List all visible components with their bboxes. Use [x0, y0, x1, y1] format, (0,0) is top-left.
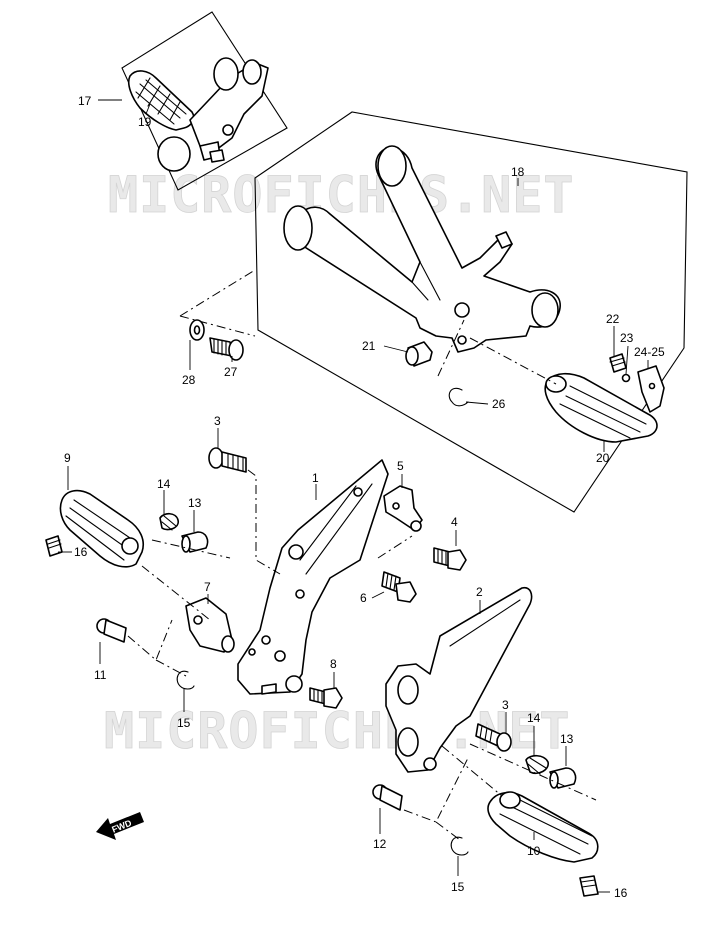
dash-line-box18-left-lower	[179, 315, 256, 337]
box-bracket-assembly-18	[254, 111, 688, 513]
part-17-bracket-small	[157, 57, 269, 172]
callout-22: 22	[606, 312, 620, 326]
part-15-clip-right	[450, 836, 469, 856]
callout-26: 26	[492, 397, 506, 411]
part-9-footrest-left	[59, 489, 144, 568]
callout-6: 6	[360, 591, 367, 605]
callout-14-left: 14	[157, 477, 171, 491]
callout-3-left: 3	[214, 414, 221, 428]
watermark-top: MICROFICHES.NET	[108, 166, 575, 224]
part-13-ball-left	[181, 531, 209, 553]
callout-13-right: 13	[560, 732, 574, 746]
callout-15-right: 15	[451, 880, 465, 894]
part-13-ball-right	[549, 767, 577, 789]
callout-21: 21	[362, 339, 376, 353]
part-21-pin-upper	[405, 341, 433, 367]
leader-lines	[58, 99, 649, 893]
callout-28: 28	[182, 373, 196, 387]
box-outline-18	[254, 111, 688, 513]
callout-8: 8	[330, 657, 337, 671]
callout-17: 17	[78, 94, 92, 108]
part-16-bolt-left	[45, 535, 63, 557]
part-1-bracket-left	[237, 459, 389, 695]
part-22-spring	[609, 353, 627, 373]
part-14-spring-left	[159, 512, 179, 531]
part-28-washer	[189, 319, 205, 341]
part-23-ball	[621, 373, 631, 383]
part-11-pin-left	[96, 618, 127, 643]
part-10-footrest-right	[487, 791, 599, 863]
part-12-pin-right	[372, 784, 403, 811]
part-4-bolt	[433, 547, 467, 571]
callout-23: 23	[620, 331, 634, 345]
part-3-bolt-right	[475, 723, 512, 752]
callout-3-right: 3	[502, 698, 509, 712]
part-2-bracket-right	[385, 586, 533, 773]
callout-2: 2	[476, 585, 483, 599]
part-27-bolt	[209, 337, 244, 361]
dash-line-pin-21	[437, 319, 465, 377]
callout-10: 10	[527, 844, 541, 858]
dash-left-1	[151, 539, 231, 559]
callout-5: 5	[397, 459, 404, 473]
dash-left-2	[141, 565, 211, 621]
callout-24-25: 24-25	[634, 345, 665, 359]
callout-7: 7	[204, 580, 211, 594]
part-26-clip-upper	[448, 387, 469, 407]
part-19-footrest-small	[127, 70, 195, 131]
part-3-bolt-left	[208, 447, 247, 473]
part-7-plate-left	[185, 597, 235, 653]
fwd-direction-arrow: FWD	[96, 812, 144, 840]
callout-16-right: 16	[614, 886, 628, 900]
dash-right-2	[441, 745, 503, 797]
dash-left-bolt3	[247, 469, 281, 575]
callout-16-left: 16	[74, 545, 88, 559]
part-6-bolt	[381, 571, 417, 603]
dash-left-3	[127, 619, 173, 661]
part-16-bolt-right	[579, 875, 599, 897]
dash-right-1	[469, 743, 597, 801]
part-24-25-plate	[637, 365, 665, 413]
callout-20: 20	[596, 451, 610, 465]
callout-27: 27	[224, 365, 238, 379]
callout-19: 19	[138, 115, 152, 129]
part-5-holder	[383, 485, 423, 532]
part-8-bolt	[309, 687, 343, 709]
callout-4: 4	[451, 515, 458, 529]
dash-line-box18-left	[179, 269, 256, 317]
fwd-label: FWD	[110, 818, 133, 835]
dash-right-3	[403, 757, 469, 823]
watermark-bottom: MICROFICHES.NET	[104, 702, 571, 760]
callout-9: 9	[64, 451, 71, 465]
dash-left-4	[155, 659, 187, 677]
callout-1: 1	[312, 471, 319, 485]
box-footrest-assembly-17	[121, 11, 288, 191]
callout-12: 12	[373, 837, 387, 851]
callout-13-left: 13	[188, 496, 202, 510]
part-14-spring-right	[525, 754, 549, 775]
dash-right-4	[435, 821, 461, 841]
callout-18: 18	[511, 165, 525, 179]
part-15-clip-left	[176, 670, 195, 690]
callout-15-left: 15	[177, 716, 191, 730]
dash-left-holder	[377, 535, 413, 559]
callout-labels: 17 19 18 21 22 23 24-25 26 20 28 27 3 1 …	[64, 94, 665, 900]
dash-line-footrest-20	[469, 337, 557, 385]
callout-11: 11	[94, 668, 107, 682]
part-18-bracket-large	[283, 145, 561, 353]
callout-14-right: 14	[527, 711, 541, 725]
